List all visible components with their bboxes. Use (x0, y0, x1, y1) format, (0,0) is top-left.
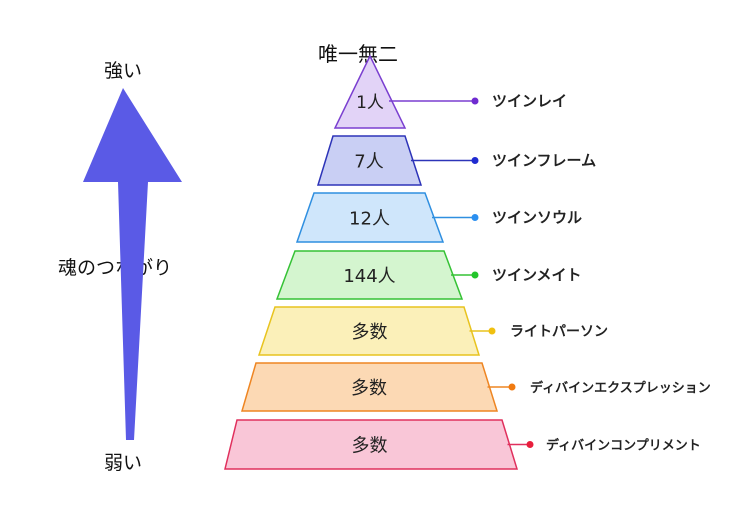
tier-count: 多数 (352, 322, 388, 343)
connector-dot (526, 441, 534, 448)
tier-shape (257, 306, 481, 356)
connector-dot (508, 383, 516, 391)
strength-arrow (83, 88, 182, 440)
tier-name: ツインフレーム (492, 152, 596, 170)
tier-shape (275, 250, 464, 300)
tier-shape (224, 419, 519, 470)
tier-name: ツインメイト (492, 266, 582, 284)
tier-5: 多数 ライトパーソン (257, 306, 608, 356)
tier-name: ライトパーソン (510, 324, 608, 340)
strong-label: 強い (104, 60, 143, 82)
tier-count: 多数 (352, 436, 388, 457)
tier-count: 12人 (349, 209, 390, 230)
weak-label: 弱い (104, 452, 143, 474)
tier-name: ディバインエクスプレッション (530, 380, 711, 396)
connector-dot (471, 214, 479, 221)
tier-shape (316, 135, 423, 186)
tier-count: 1人 (356, 93, 384, 113)
tier-count: 144人 (343, 266, 395, 287)
tier-name: ツインソウル (492, 209, 582, 227)
tier-count: 多数 (351, 378, 387, 399)
tier-4: 144人 ツインメイト (275, 250, 582, 300)
tier-count: 7人 (354, 152, 383, 173)
connector-dot (471, 97, 479, 105)
tier-7: 多数 ディバインコンプリメント (224, 419, 701, 470)
connector-dot (488, 327, 496, 335)
tier-1: 1人 ツインレイ (333, 54, 567, 129)
connector-dot (471, 271, 479, 279)
connector-dot (471, 157, 479, 164)
tier-3: 12人 ツインソウル (295, 192, 582, 243)
top-title: 唯一無二 (318, 42, 398, 66)
tier-6: 多数 ディバインエクスプレッション (241, 362, 711, 412)
tier-name: ツインレイ (492, 92, 567, 110)
tier-shape (295, 192, 445, 243)
tier-2: 7人 ツインフレーム (316, 135, 596, 186)
tier-shape (333, 54, 407, 129)
tier-name: ディバインコンプリメント (546, 438, 701, 454)
tier-shape (241, 362, 499, 412)
